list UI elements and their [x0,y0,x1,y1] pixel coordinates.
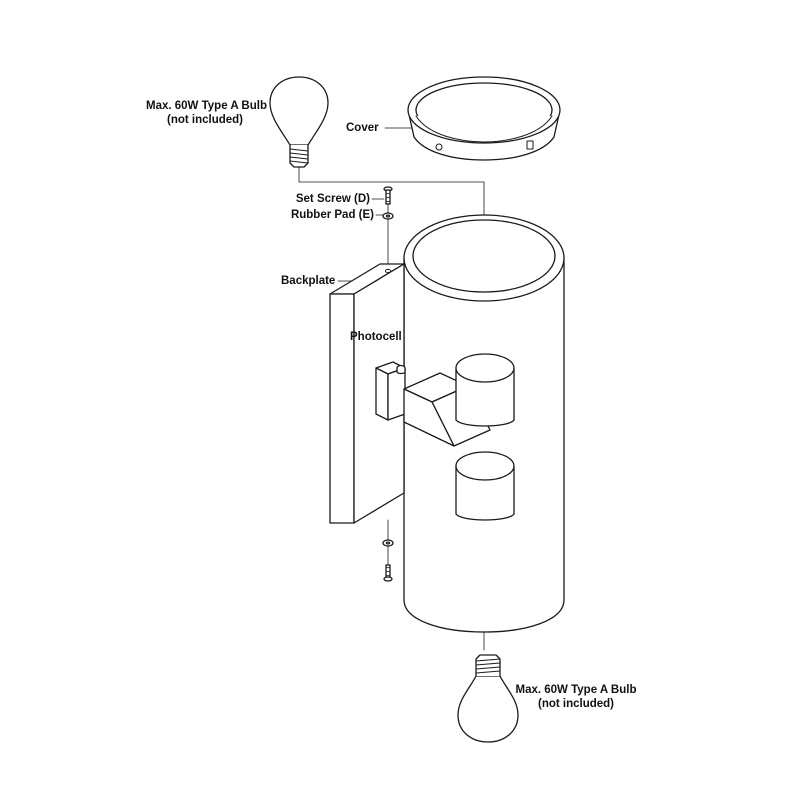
set-screw-top [384,187,392,204]
label-cover: Cover [346,122,379,134]
label-bulb-bottom-line2: (not included) [537,698,614,710]
label-bulb-bottom: Max. 60W Type A Bulb (not included) [514,683,638,711]
label-bulb-top: Max. 60W Type A Bulb (not included) [146,99,267,127]
cover-part [408,77,560,160]
label-rubber-pad: Rubber Pad (E) [290,209,374,221]
photocell-part [397,366,405,374]
rubber-pad-top [383,213,393,219]
label-bulb-bottom-line1: Max. 60W Type A Bulb [515,684,637,696]
label-bulb-top-line2: (not included) [166,114,243,126]
label-bulb-top-line1: Max. 60W Type A Bulb [146,100,267,112]
set-screw-bottom [384,565,392,581]
cylinder-shade [404,215,564,632]
label-set-screw: Set Screw (D) [295,193,370,205]
bulb-bottom [458,655,518,742]
socket-top [456,354,514,426]
label-photocell: Photocell [350,331,402,343]
label-backplate: Backplate [281,275,336,287]
rubber-pad-bottom [383,540,393,546]
socket-bottom [456,452,514,520]
bulb-top [270,77,328,167]
